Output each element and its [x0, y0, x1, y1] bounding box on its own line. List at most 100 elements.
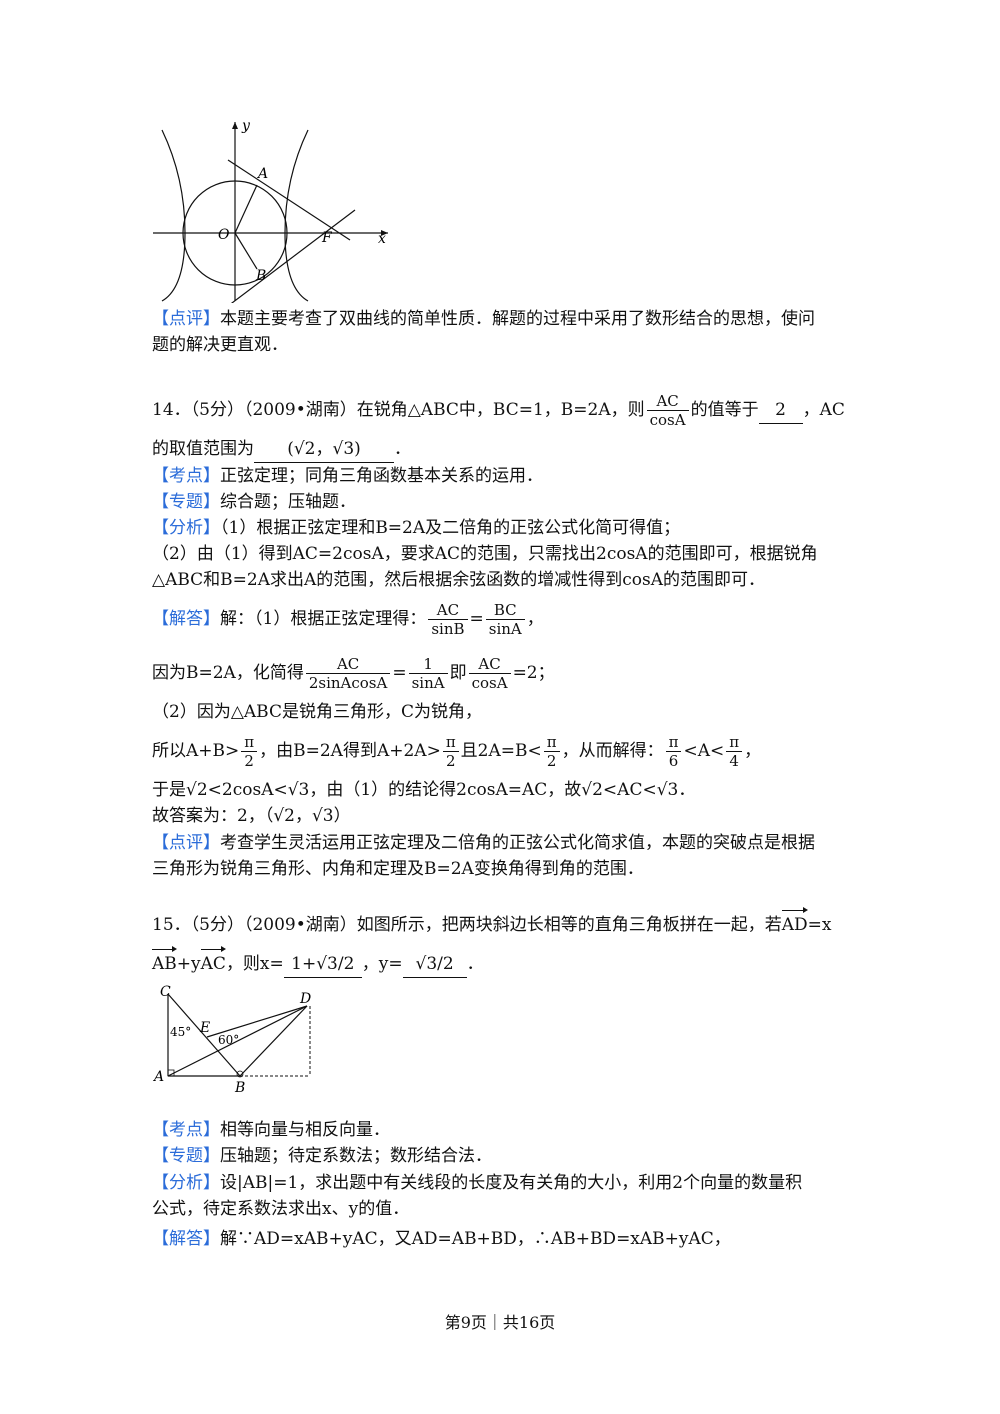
eq-x: =x — [807, 915, 832, 935]
qie-text: 且2A=B< — [460, 741, 542, 761]
answer-blank: 2 — [758, 397, 803, 424]
q15-fenxi2: 公式，待定系数法求出x、y的值． — [152, 1196, 409, 1222]
q14-tail: ，AC — [802, 400, 845, 420]
q14-head: 14．（5分）（2009•湖南）在锐角△ABC中，BC=1，B=2A，则 — [152, 400, 645, 420]
zhuanti-tag: 【专题】 — [152, 492, 220, 512]
q14-range-label: 的取值范围为 — [152, 439, 254, 459]
answer-blank-y: √3/2 — [402, 951, 467, 978]
period: ． — [394, 439, 411, 459]
q14-yushi: 于是√2<2cosA<√3，由（1）的结论得2cosA=AC，故√2<AC<√3… — [152, 777, 695, 803]
page-footer: 第9页｜共16页 — [444, 1313, 556, 1332]
comma: ， — [744, 741, 762, 761]
fig2-point-c: C — [160, 984, 171, 1000]
fenxi-text: （2）由（1）得到AC=2cosA，要求AC的范围，只需找出2cosA的范围即可… — [152, 544, 818, 564]
p13-review-line1: 【点评】本题主要考查了双曲线的简单性质．解题的过程中采用了数形结合的思想，使问 — [152, 306, 815, 332]
jieda-text: 解：（1）根据正弦定理得： — [220, 609, 427, 629]
triangle-figure: C D E A B 45° 60° — [152, 984, 311, 1096]
fig1-point-b: B — [255, 268, 266, 284]
comma: ， — [526, 609, 544, 629]
kaodian-text: 正弦定理；同角三角函数基本关系的运用． — [220, 466, 543, 486]
q15-stem-line2: AB+yAC，则x=1+√3/2，y=√3/2． — [152, 946, 484, 978]
fig1-point-o: O — [218, 227, 230, 243]
suoyi-text: 所以A+B> — [152, 741, 240, 761]
q15-kaodian: 【考点】相等向量与相反向量． — [152, 1117, 390, 1143]
fenxi-text: 设 — [220, 1173, 237, 1193]
fig2-point-b: B — [234, 1080, 245, 1096]
zhuanti-text: 压轴题；待定系数法；数形结合法． — [220, 1146, 492, 1166]
fenxi-text: △ABC和B=2A求出A的范围，然后根据余弦函数的增减性得到cosA的范围即可． — [152, 570, 766, 590]
angle-60-label: 60° — [218, 1033, 239, 1047]
jieda-tag: 【解答】 — [152, 609, 220, 629]
equals: = — [392, 663, 407, 683]
dianping-tag: 【点评】 — [152, 833, 220, 853]
q14-mid: 的值等于 — [690, 400, 759, 420]
vector-ad: AD — [781, 907, 808, 938]
ze-text: ，则x= — [225, 954, 284, 974]
period: ． — [466, 954, 484, 974]
fig2-point-a: A — [152, 1069, 164, 1085]
review-tag: 【点评】 — [152, 309, 220, 329]
kaodian-tag: 【考点】 — [152, 1120, 220, 1140]
zhuanti-text: 综合题；压轴题． — [220, 492, 356, 512]
because-text: 因为B=2A，化简得 — [152, 663, 304, 683]
part2-text: （2）因为△ABC是锐角三角形，C为锐角， — [152, 702, 482, 722]
q15-zhuanti: 【专题】压轴题；待定系数法；数形结合法． — [152, 1143, 492, 1169]
y-eq: ，y= — [361, 954, 403, 974]
q15-head: 15．（5分）（2009•湖南）如图所示，把两块斜边长相等的直角三角板拼在一起，… — [152, 915, 782, 935]
jieda-text: 解∵AD=xAB+yAC，又AD=AB+BD，∴AB+BD=xAB+yAC， — [220, 1229, 731, 1249]
answer-blank-x: 1+√3/2 — [283, 951, 362, 978]
answer-text: 故答案为：2，（√2，√3） — [152, 806, 351, 826]
equals: = — [469, 609, 484, 629]
kaodian-text: 相等向量与相反向量． — [220, 1120, 390, 1140]
q14-dianping2: 三角形为锐角三角形、内角和定理及B=2A变换角得到角的范围． — [152, 856, 644, 882]
review-text: 题的解决更直观． — [152, 335, 288, 355]
fig1-y-label: y — [241, 118, 251, 134]
q14-zhuanti: 【专题】综合题；压轴题． — [152, 489, 356, 515]
dianping-text: 考查学生灵活运用正弦定理及二倍角的正弦公式化简求值，本题的突破点是根据 — [220, 833, 815, 853]
angle-45-label: 45° — [170, 1025, 191, 1039]
fenxi-text: |AB|=1，求出题中有关线段的长度及有关角的大小，利用2个向量的数量积 — [237, 1173, 803, 1193]
q14-fenxi1: 【分析】（1）根据正弦定理和B=2A及二倍角的正弦公式化简可得值； — [152, 515, 680, 541]
q15-jieda: 【解答】解∵AD=xAB+yAC，又AD=AB+BD，∴AB+BD=xAB+yA… — [152, 1226, 731, 1252]
p13-review-line2: 题的解决更直观． — [152, 332, 288, 358]
jieda-tag: 【解答】 — [152, 1229, 220, 1249]
fig1-point-f: F — [321, 230, 333, 246]
q14-fenxi2: （2）由（1）得到AC=2cosA，要求AC的范围，只需找出2cosA的范围即可… — [152, 541, 818, 567]
fig1-point-a: A — [256, 166, 268, 182]
fenxi-tag: 【分析】 — [152, 1173, 220, 1193]
vector-ac: AC — [200, 946, 227, 977]
answer-blank: (√2，√3) — [254, 436, 394, 463]
inequality: <A< — [683, 741, 725, 761]
fig1-x-label: x — [378, 231, 386, 247]
kaodian-tag: 【考点】 — [152, 466, 220, 486]
dianping-text: 三角形为锐角三角形、内角和定理及B=2A变换角得到角的范围． — [152, 859, 644, 879]
plus-y: +y — [176, 954, 201, 974]
q14-kaodian: 【考点】正弦定理；同角三角函数基本关系的运用． — [152, 463, 543, 489]
ji: 即 — [449, 663, 467, 683]
q14-answer: 故答案为：2，（√2，√3） — [152, 803, 351, 829]
fenxi-tag: 【分析】 — [152, 518, 220, 538]
fenxi-text: 公式，待定系数法求出x、y的值． — [152, 1199, 410, 1219]
q14-stem-line2: 的取值范围为(√2，√3)． — [152, 436, 411, 463]
cong-text: ，从而解得： — [561, 741, 664, 761]
vector-ab: AB — [152, 946, 177, 977]
yushi-text: 于是√2<2cosA<√3，由（1）的结论得2cosA=AC，故√2<AC<√3… — [152, 780, 696, 800]
youB-text: ，由B=2A得到A+2A> — [259, 741, 441, 761]
hyperbola-circle-figure: y x A O F B — [153, 118, 388, 303]
review-text: 本题主要考查了双曲线的简单性质．解题的过程中采用了数形结合的思想，使问 — [220, 309, 815, 329]
